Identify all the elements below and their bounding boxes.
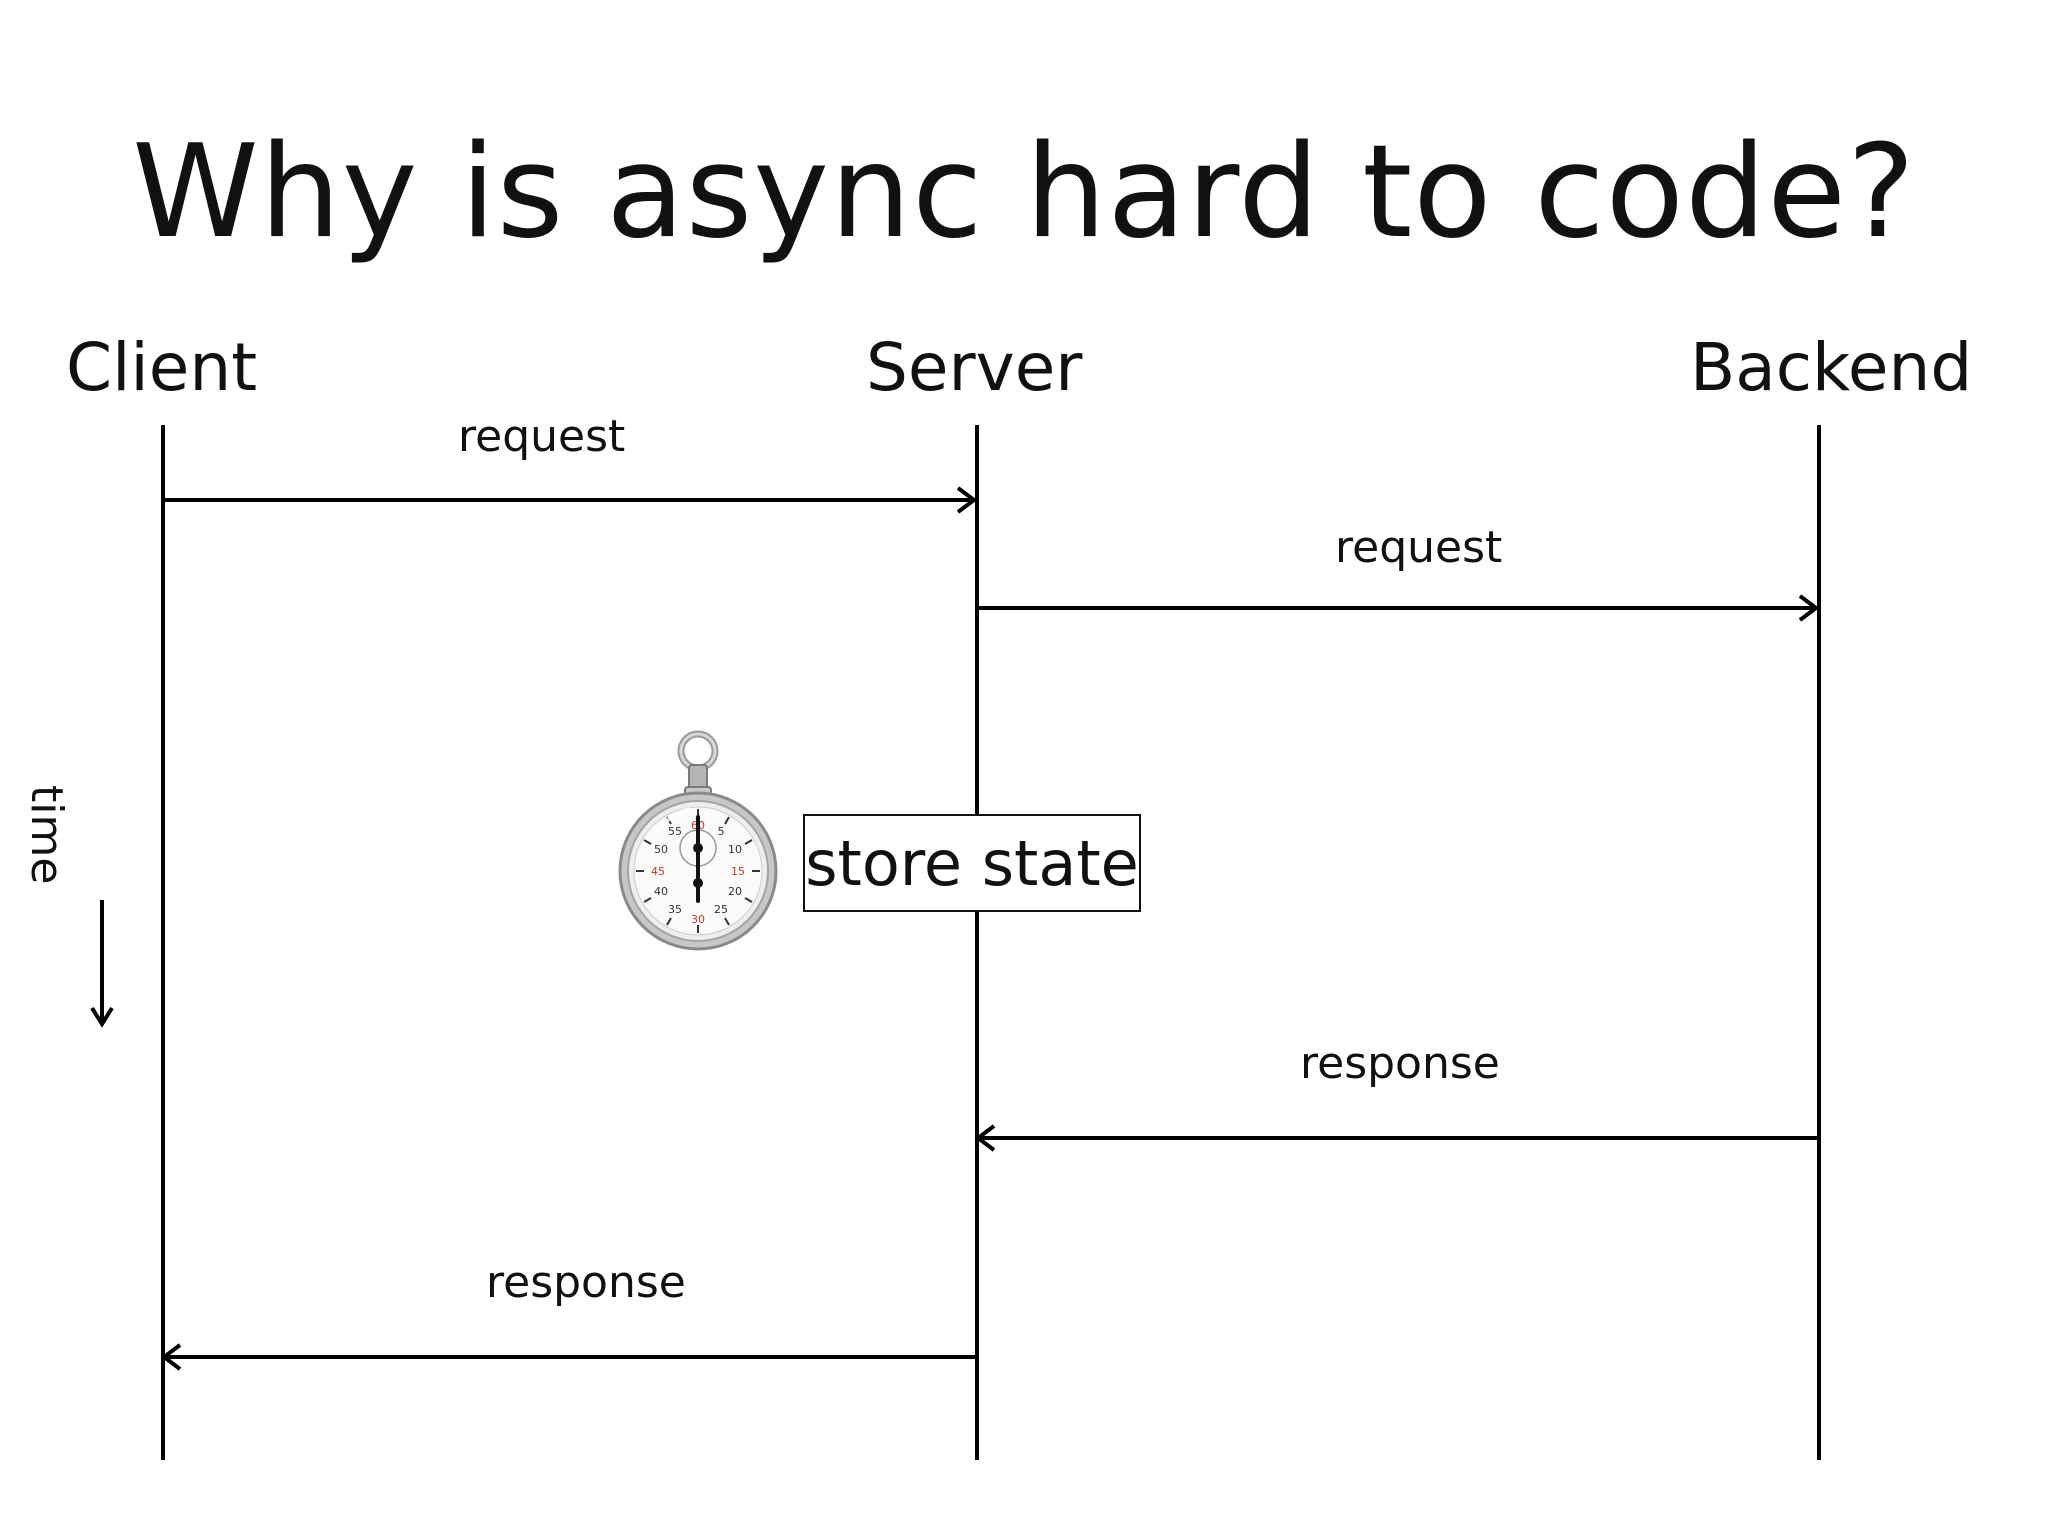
svg-text:45: 45 <box>651 865 665 878</box>
time-axis-label: time <box>21 785 72 885</box>
actor-client-label: Client <box>66 329 258 406</box>
store-state-label: store state <box>805 827 1139 900</box>
svg-text:5: 5 <box>718 825 725 838</box>
arrow-server-to-client <box>160 1343 977 1371</box>
svg-text:55: 55 <box>668 825 682 838</box>
svg-text:25: 25 <box>714 903 728 916</box>
svg-text:15: 15 <box>731 865 745 878</box>
arrow-backend-to-server <box>974 1124 1817 1152</box>
message-label-client-request: request <box>458 411 626 462</box>
svg-text:50: 50 <box>654 843 668 856</box>
message-label-backend-response: response <box>1300 1038 1500 1089</box>
arrow-server-to-backend <box>977 594 1820 622</box>
svg-text:35: 35 <box>668 903 682 916</box>
svg-text:40: 40 <box>654 885 668 898</box>
server-lifeline <box>975 425 979 1460</box>
store-state-box: store state <box>803 814 1141 912</box>
time-arrow <box>90 900 114 1028</box>
arrow-client-to-server <box>163 486 978 514</box>
client-lifeline <box>161 425 165 1460</box>
slide-title: Why is async hard to code? <box>132 118 1916 267</box>
svg-text:30: 30 <box>691 913 705 926</box>
svg-text:10: 10 <box>728 843 742 856</box>
message-label-client-response: response <box>486 1257 686 1308</box>
actor-server-label: Server <box>866 329 1083 406</box>
stopwatch-icon: 60 15 30 45 5 10 20 25 35 40 50 55 <box>618 730 778 951</box>
backend-lifeline <box>1817 425 1821 1460</box>
svg-text:20: 20 <box>728 885 742 898</box>
message-label-server-request: request <box>1335 522 1503 573</box>
actor-backend-label: Backend <box>1690 329 1973 406</box>
